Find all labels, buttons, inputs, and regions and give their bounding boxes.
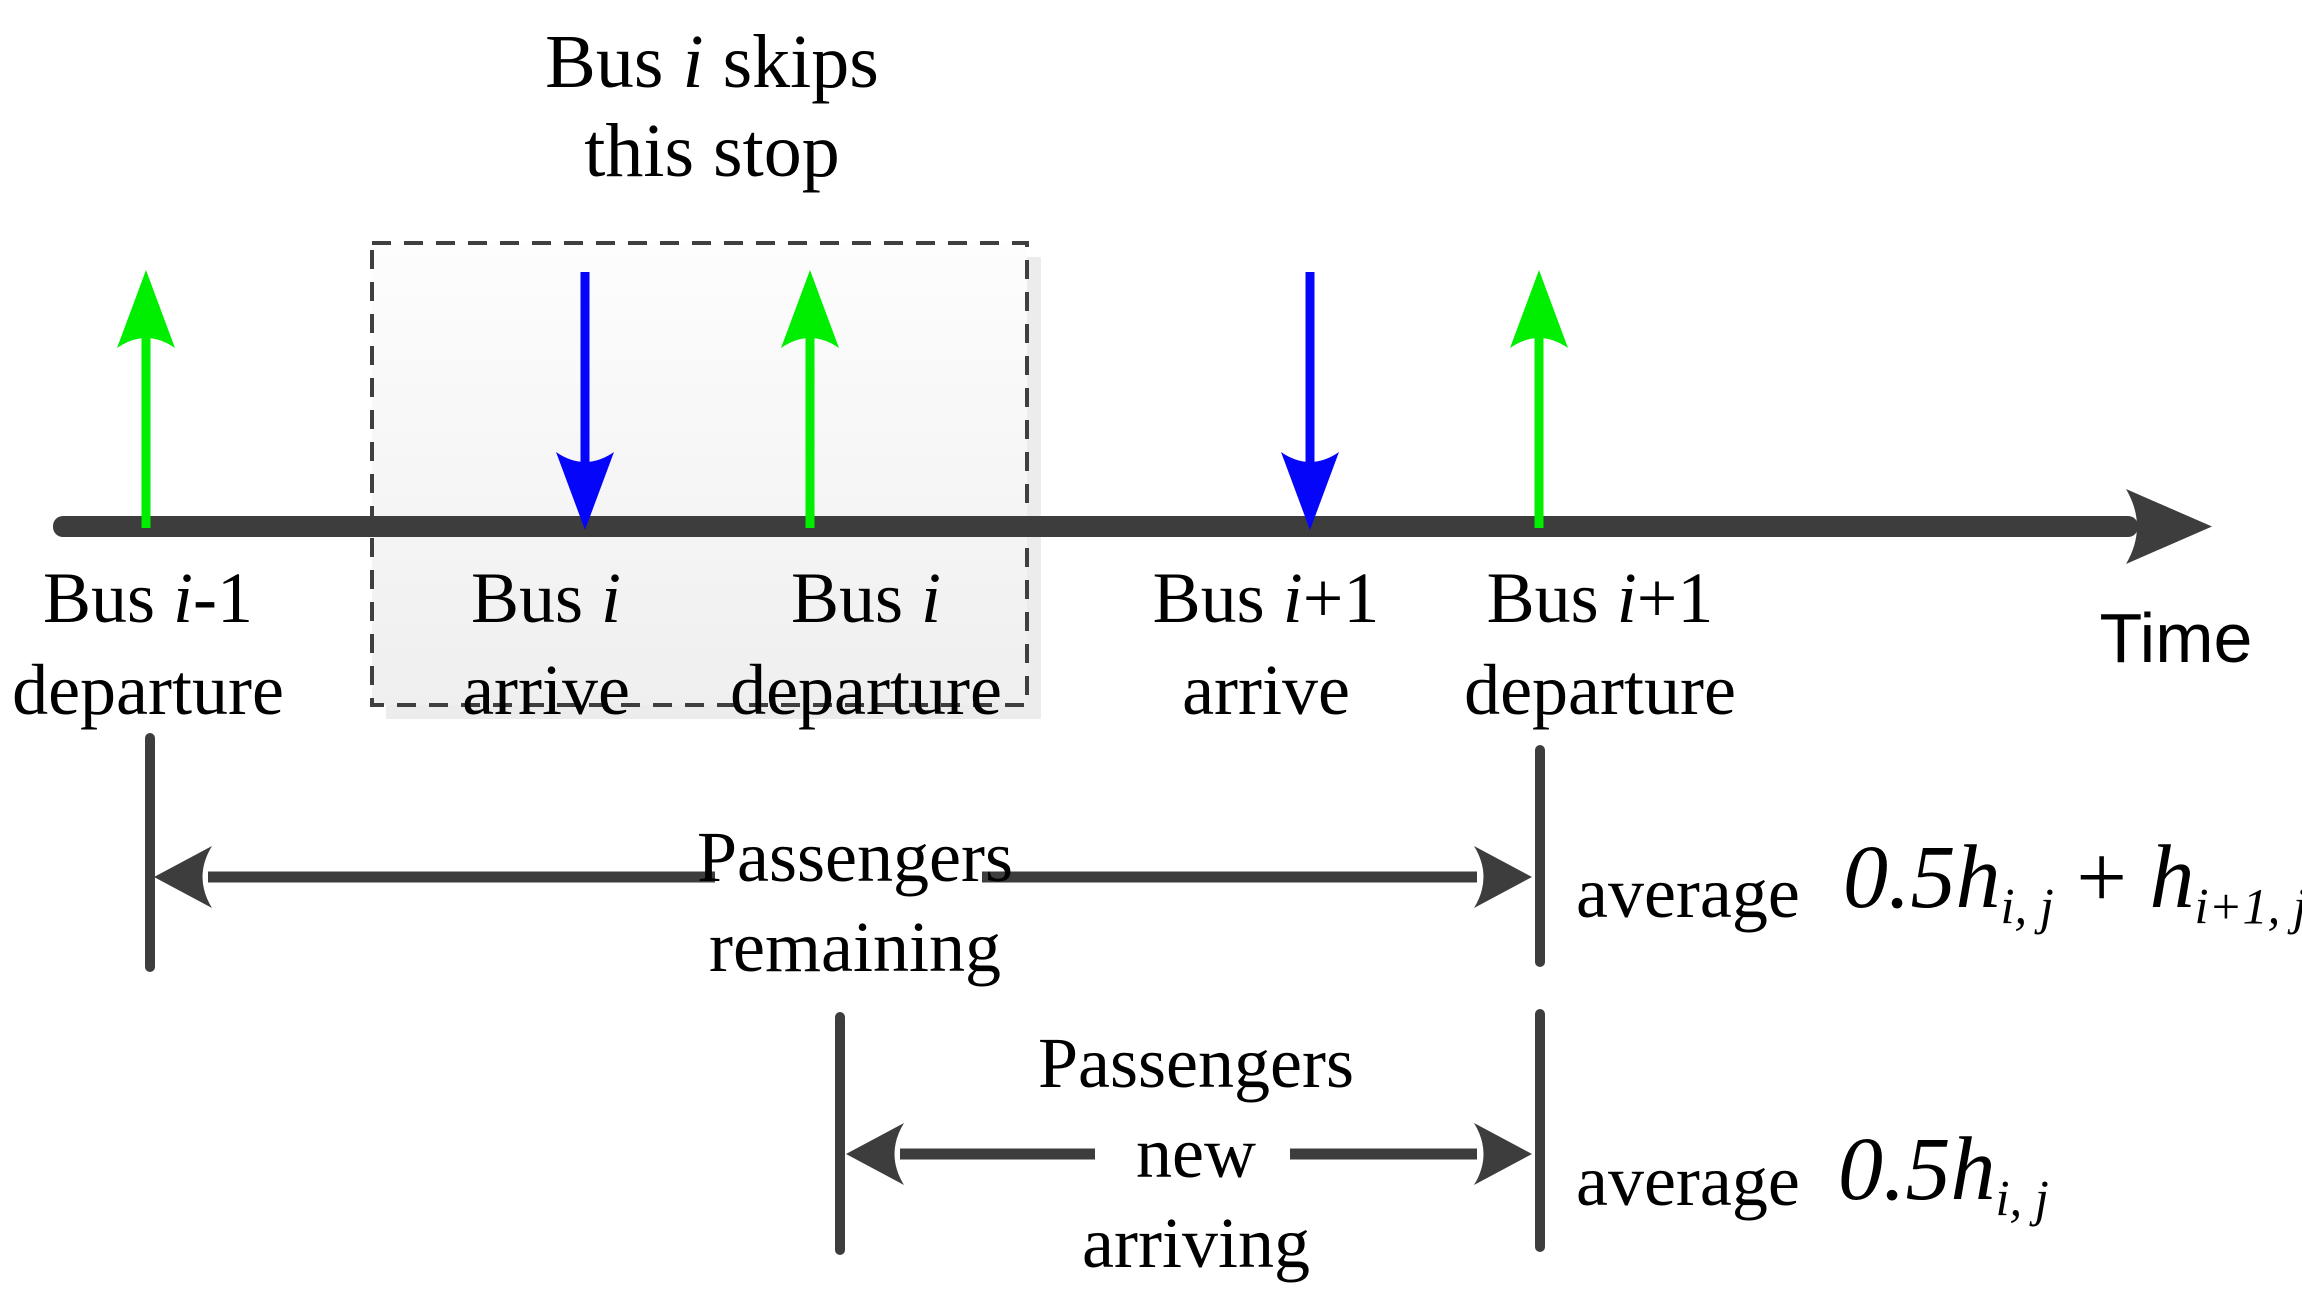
event-name: Bus i-1 (42, 558, 254, 638)
event-type: departure (730, 650, 1002, 730)
tick-bus-i-plus-1-departure-lower (1535, 1009, 1545, 1252)
up-arrowhead-icon (117, 270, 175, 348)
span-line-left (208, 871, 715, 883)
down-arrowhead-icon (1281, 452, 1339, 530)
event-name: Bus i (470, 558, 622, 638)
event-type: arrive (462, 650, 630, 730)
event-name: Bus i+1 (1152, 558, 1380, 638)
passengers-new-arriving-label: Passengers new arriving (971, 1018, 1421, 1288)
passengers-new-arriving-line1: Passengers (1038, 1023, 1354, 1103)
skip-box-title-line1: Bus i skips (545, 20, 879, 104)
arrow-shaft (805, 338, 815, 528)
time-axis (53, 489, 2212, 564)
label-bus-i-departure: Bus i departure (636, 552, 1096, 736)
right-arrowhead-icon (1474, 846, 1532, 908)
event-type: arrive (1182, 650, 1350, 730)
arrow-shaft (580, 272, 590, 470)
skip-box-title: Bus i skips this stop (462, 18, 962, 196)
passengers-remaining-label: Passengers remaining (630, 812, 1080, 992)
span-line-right (982, 871, 1477, 883)
label-bus-i-plus-1-departure: Bus i+1 departure (1370, 552, 1830, 736)
event-type: departure (1464, 650, 1736, 730)
right-arrowhead-icon (1474, 1123, 1532, 1185)
label-bus-i-1-departure: Bus i-1 departure (0, 552, 378, 736)
down-arrowhead-icon (556, 452, 614, 530)
skip-stop-box-dashed-border (370, 241, 1029, 707)
event-name: Bus i+1 (1486, 558, 1714, 638)
passengers-new-arriving-line3: arriving (1082, 1203, 1310, 1283)
bus-i-plus-1-arrival-arrow (1281, 272, 1339, 530)
span-line-left (900, 1148, 1095, 1160)
passengers-remaining-line2: remaining (709, 907, 1001, 987)
span-line-right (1290, 1148, 1477, 1160)
average-label-1: average (1576, 853, 1800, 933)
tick-bus-i-departure-lower (835, 1012, 845, 1255)
bus-i-plus-1-departure-arrow (1510, 270, 1568, 528)
passengers-remaining-span-arrow (154, 846, 1532, 908)
tick-bus-i-plus-1-departure-upper (1535, 745, 1545, 967)
label-bus-i-arrive: Bus i arrive (316, 552, 776, 736)
headway-formula-2: 0.5hi, j (1838, 1120, 2049, 1227)
arrow-shaft (1305, 272, 1315, 470)
event-type: departure (12, 650, 284, 730)
up-arrowhead-icon (1510, 270, 1568, 348)
left-arrowhead-icon (846, 1123, 904, 1185)
bus-i-1-departure-arrow (117, 270, 175, 528)
time-axis-label: Time (2099, 599, 2253, 677)
bus-i-arrival-arrow (556, 272, 614, 530)
passengers-remaining-line1: Passengers (697, 817, 1013, 897)
arrow-shaft (1534, 338, 1544, 528)
reference-ticks (145, 733, 1545, 1255)
left-arrowhead-icon (154, 846, 212, 908)
up-arrowhead-icon (781, 270, 839, 348)
arrow-shaft (141, 338, 151, 528)
headway-formula-1: 0.5hi, j + hi+1, j (1843, 828, 2302, 935)
bus-i-departure-arrow (781, 270, 839, 528)
passengers-new-arriving-line2: new (1136, 1113, 1256, 1193)
time-axis-line (53, 516, 2138, 537)
passengers-new-arriving-span-arrow (846, 1123, 1532, 1185)
average-label-2: average (1576, 1141, 1800, 1221)
tick-bus-i-1-departure (145, 733, 155, 972)
time-axis-arrowhead-icon (2126, 489, 2212, 564)
skip-stop-box (370, 241, 1041, 719)
event-name: Bus i (790, 558, 942, 638)
label-bus-i-plus-1-arrive: Bus i+1 arrive (1036, 552, 1496, 736)
skip-box-title-line2: this stop (584, 109, 840, 193)
